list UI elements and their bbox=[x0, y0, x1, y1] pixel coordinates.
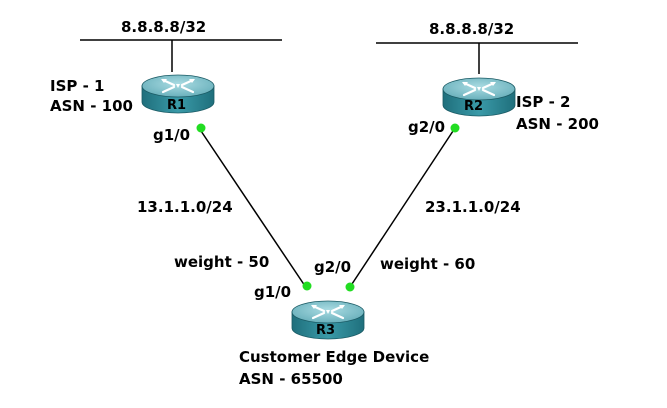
link-r2-r3-weight: weight - 60 bbox=[380, 255, 475, 273]
link-r2-r3-subnet: 23.1.1.0/24 bbox=[425, 198, 521, 216]
r3-asn-label: ASN - 65500 bbox=[239, 370, 343, 388]
router-r3-name: R3 bbox=[316, 323, 335, 338]
port-dot-r1-g1-0 bbox=[196, 123, 206, 133]
port-dot-r3-g1-0 bbox=[302, 281, 312, 291]
r1-asn-label: ASN - 100 bbox=[50, 97, 133, 115]
router-r2-name: R2 bbox=[464, 99, 483, 114]
link-r1-r3-weight: weight - 50 bbox=[174, 253, 269, 271]
network-label-right: 8.8.8.8/32 bbox=[429, 20, 514, 38]
r2-asn-label: ASN - 200 bbox=[516, 115, 599, 133]
port-dot-r2-g2-0 bbox=[450, 123, 460, 133]
r3-role-label: Customer Edge Device bbox=[239, 348, 429, 366]
r1-interface-label: g1/0 bbox=[153, 126, 190, 144]
link-r1-r3-subnet: 13.1.1.0/24 bbox=[137, 198, 233, 216]
r3-interface-left-label: g1/0 bbox=[254, 283, 291, 301]
network-label-left: 8.8.8.8/32 bbox=[121, 18, 206, 36]
r1-isp-label: ISP - 1 bbox=[50, 77, 105, 95]
link-r2-r3 bbox=[349, 127, 456, 288]
port-dot-r3-g2-0 bbox=[345, 282, 355, 292]
link-r1-r3 bbox=[198, 127, 306, 287]
r2-isp-label: ISP - 2 bbox=[516, 93, 571, 111]
r2-interface-label: g2/0 bbox=[408, 118, 445, 136]
router-r1-name: R1 bbox=[167, 98, 186, 113]
r3-interface-right-label: g2/0 bbox=[314, 258, 351, 276]
